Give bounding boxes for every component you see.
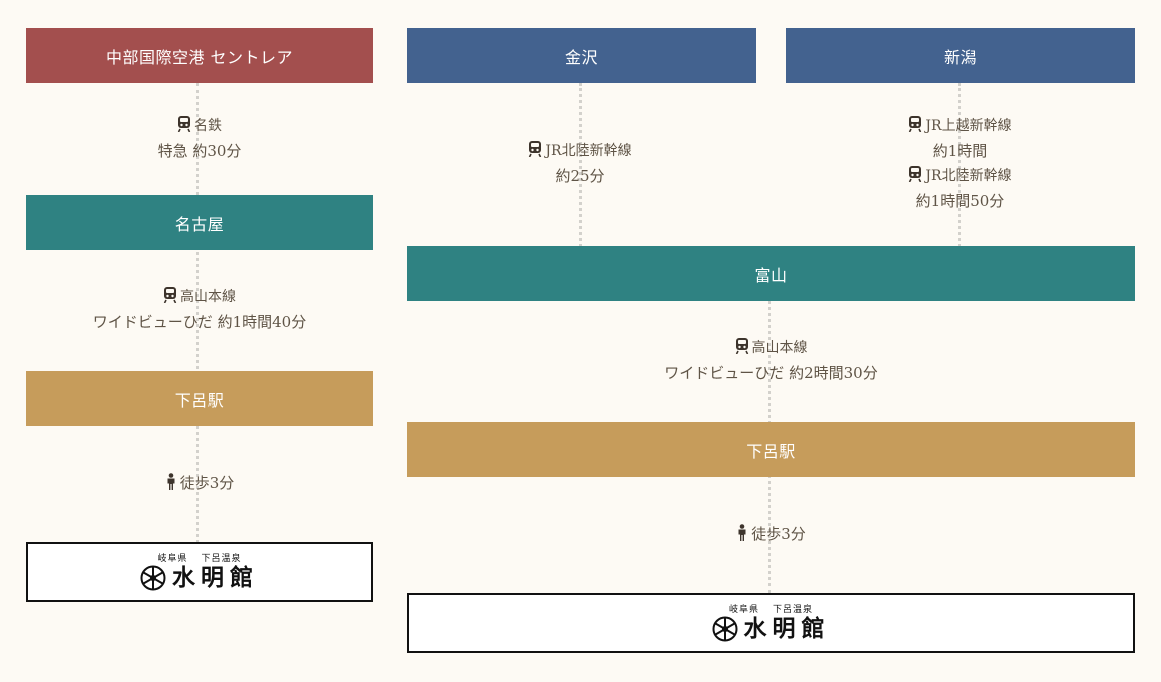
- kanazawa-route-line: [579, 83, 582, 247]
- train-icon: [163, 287, 177, 303]
- station-kanazawa: 金沢: [407, 28, 756, 83]
- line-name: JR上越新幹線: [925, 118, 1012, 134]
- prefecture-label: 岐阜県: [728, 604, 759, 615]
- station-label: 下呂駅: [746, 441, 796, 461]
- train-icon: [909, 116, 922, 132]
- destination-suimeikan-left: 岐阜県 下呂温泉 水明館: [26, 542, 373, 602]
- station-gero-right: 下呂駅: [407, 422, 1135, 477]
- logo-main: 水明館: [712, 614, 831, 642]
- line-name: 高山本線: [751, 340, 808, 356]
- segment-shinkansen-niigata: JR上越新幹線 約1時間 JR北陸新幹線 約1時間50分: [860, 114, 1060, 214]
- train-icon: [177, 116, 191, 132]
- line-row: JR北陸新幹線: [480, 139, 680, 164]
- walk-text: 徒歩3分: [751, 525, 806, 543]
- station-label: 中部国際空港 セントレア: [105, 47, 294, 67]
- crest-icon: [140, 565, 166, 590]
- line-name: 名鉄: [194, 118, 222, 134]
- station-label: 名古屋: [174, 214, 225, 234]
- train-icon: [529, 141, 542, 157]
- walking-person-icon: [167, 473, 175, 490]
- crest-icon: [712, 616, 737, 641]
- travel-detail: 特急 約30分: [157, 142, 242, 160]
- left-route-line: [196, 83, 199, 543]
- walk-row: 徒歩3分: [26, 471, 373, 496]
- station-label: 金沢: [564, 47, 598, 67]
- travel-detail: 約1時間50分: [915, 192, 1005, 210]
- segment-walk-left: 徒歩3分: [26, 471, 373, 496]
- line-row: JR北陸新幹線: [860, 164, 1060, 189]
- segment-takayama-line-left: 高山本線 ワイドビューひだ 約1時間40分: [26, 285, 373, 335]
- line-row: JR上越新幹線: [860, 114, 1060, 139]
- niigata-route-line: [958, 83, 961, 247]
- station-niigata: 新潟: [786, 28, 1135, 83]
- onsen-label: 下呂温泉: [773, 604, 814, 615]
- brand-name: 水明館: [743, 614, 831, 642]
- line-row: 高山本線: [26, 285, 373, 310]
- station-label: 富山: [754, 265, 788, 285]
- segment-walk-right: 徒歩3分: [407, 522, 1135, 547]
- destination-suimeikan-right: 岐阜県 下呂温泉 水明館: [407, 593, 1135, 653]
- line-row: 高山本線: [407, 336, 1135, 361]
- station-toyama: 富山: [407, 246, 1135, 301]
- walking-person-icon: [738, 524, 746, 541]
- train-icon: [735, 338, 748, 354]
- segment-meitetsu: 名鉄 特急 約30分: [26, 114, 373, 164]
- line-name: JR北陸新幹線: [925, 168, 1012, 184]
- segment-takayama-line-right: 高山本線 ワイドビューひだ 約2時間30分: [407, 336, 1135, 386]
- travel-detail: 約1時間: [932, 142, 988, 160]
- line-row: 名鉄: [26, 114, 373, 139]
- travel-detail: 約25分: [555, 167, 605, 185]
- walk-row: 徒歩3分: [407, 522, 1135, 547]
- onsen-label: 下呂温泉: [201, 553, 242, 564]
- logo-main: 水明館: [140, 563, 259, 591]
- logo-subtitle: 岐阜県 下呂温泉: [729, 605, 813, 616]
- station-label: 新潟: [943, 47, 977, 67]
- line-name: 高山本線: [180, 289, 236, 305]
- travel-detail: ワイドビューひだ 約2時間30分: [664, 364, 878, 382]
- walk-text: 徒歩3分: [179, 474, 235, 492]
- travel-detail: ワイドビューひだ 約1時間40分: [92, 313, 307, 331]
- segment-hokuriku-shinkansen-kanazawa: JR北陸新幹線 約25分: [480, 139, 680, 189]
- station-chubu-centrair: 中部国際空港 セントレア: [26, 28, 373, 83]
- brand-name: 水明館: [172, 563, 259, 591]
- station-label: 下呂駅: [174, 390, 225, 410]
- logo-subtitle: 岐阜県 下呂温泉: [157, 554, 241, 565]
- station-nagoya: 名古屋: [26, 195, 373, 250]
- station-gero-left: 下呂駅: [26, 371, 373, 426]
- prefecture-label: 岐阜県: [157, 553, 188, 564]
- train-icon: [909, 166, 922, 182]
- line-name: JR北陸新幹線: [545, 143, 632, 159]
